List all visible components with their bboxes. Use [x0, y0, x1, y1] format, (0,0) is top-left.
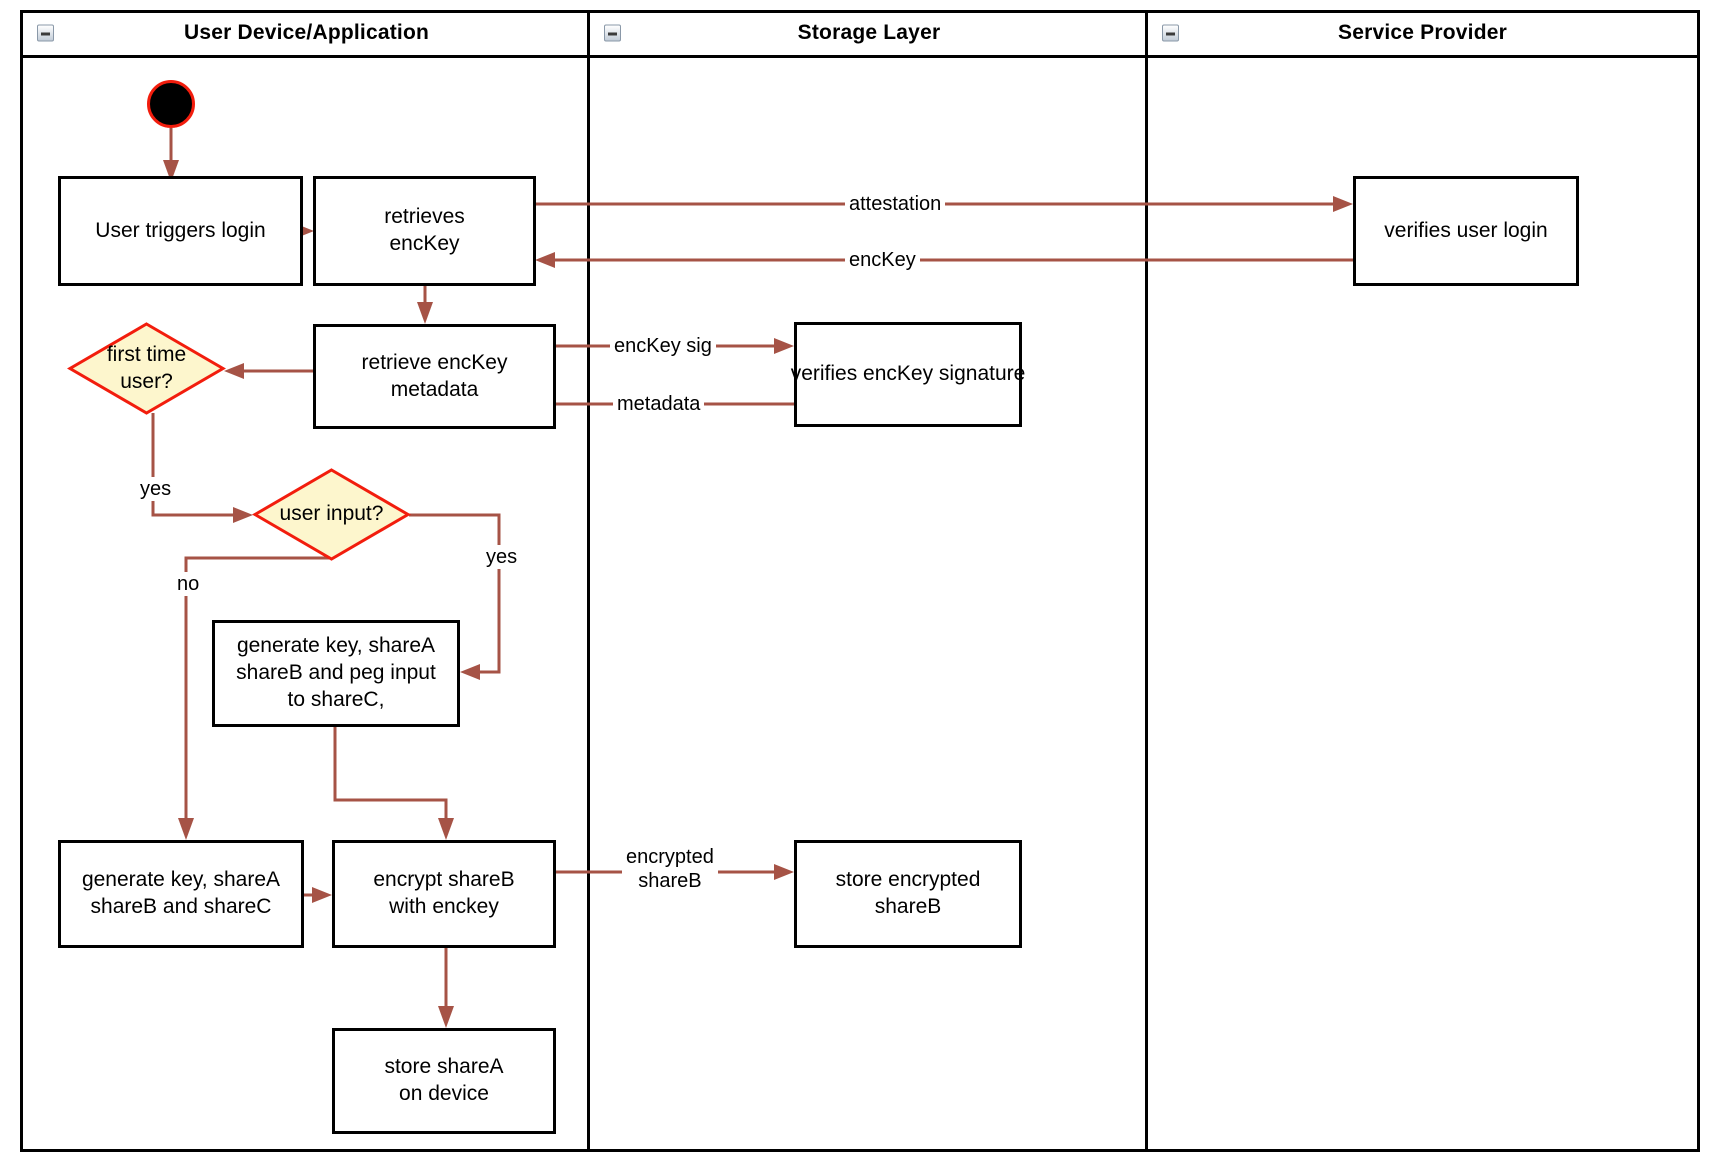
activity-verifies-user-login[interactable]: verifies user login: [1353, 176, 1579, 286]
collapse-minus-icon[interactable]: [37, 24, 54, 41]
activity-user-triggers-login[interactable]: User triggers login: [58, 176, 303, 286]
lane-divider-2: [1145, 10, 1148, 1152]
activity-store-encrypted-shareb[interactable]: store encrypted shareB: [794, 840, 1022, 948]
arrowhead-peg-to-encrypt: [438, 818, 454, 840]
edge-label-attestation: attestation: [845, 192, 946, 216]
arrowhead-encrypted-shareb: [774, 864, 794, 880]
arrowhead-userinput-yes: [460, 664, 480, 680]
activity-retrieve-enckey-metadata[interactable]: retrieve encKey metadata: [313, 324, 556, 429]
arrowhead-retrieves-to-metadata: [417, 302, 433, 324]
lane-divider-1: [587, 10, 590, 1152]
arrowhead-userinput-no: [178, 818, 194, 840]
lane-header-service-provider[interactable]: Service Provider: [1148, 10, 1697, 58]
arrowhead-attestation: [1333, 196, 1353, 212]
lane-title-storage-layer: Storage Layer: [797, 20, 941, 44]
arrowhead-metadata-to-firsttime: [224, 363, 244, 379]
lane-header-storage-layer[interactable]: Storage Layer: [590, 10, 1148, 58]
activity-generate-key-shares[interactable]: generate key, shareA shareB and shareC: [58, 840, 304, 948]
decision-first-time-user[interactable]: first time user?: [67, 322, 226, 415]
arrowhead-start-to-login: [163, 160, 179, 182]
edge-firsttime-yes: [151, 413, 239, 517]
collapse-minus-icon[interactable]: [1162, 24, 1179, 41]
arrowhead-shares-to-encrypt: [312, 887, 332, 903]
decision-user-input[interactable]: user input?: [252, 468, 411, 561]
edge-userinput-yes: [409, 513, 501, 674]
start-node[interactable]: [147, 80, 195, 128]
activity-store-sharea-on-device[interactable]: store shareA on device: [332, 1028, 556, 1134]
collapse-minus-icon[interactable]: [604, 24, 621, 41]
arrowhead-enckey-return: [535, 252, 555, 268]
edge-label-yes-first-time: yes: [136, 477, 176, 501]
arrowhead-enckey-sig: [774, 338, 794, 354]
activity-generate-key-peg-input[interactable]: generate key, shareA shareB and peg inpu…: [212, 620, 460, 727]
edge-label-enckey-sig: encKey sig: [610, 334, 716, 358]
edge-userinput-no: [184, 556, 331, 826]
lane-title-service-provider: Service Provider: [1338, 20, 1507, 44]
lane-title-user-device: User Device/Application: [183, 20, 429, 44]
edge-label-encrypted-shareb: encrypted shareB: [622, 845, 718, 893]
arrowhead-encrypt-to-storesharea: [438, 1006, 454, 1028]
edge-label-metadata: metadata: [613, 392, 705, 416]
lane-header-user-device[interactable]: User Device/Application: [23, 10, 590, 58]
edge-label-enckey: encKey: [845, 248, 920, 272]
edge-label-no-user-input: no: [173, 572, 204, 596]
edge-label-yes-user-input: yes: [482, 545, 522, 569]
arrowhead-firsttime-yes: [233, 507, 253, 523]
activity-verifies-enckey-signature[interactable]: verifies encKey signature: [791, 322, 1025, 427]
activity-retrieves-enckey[interactable]: retrieves encKey: [313, 176, 536, 286]
activity-encrypt-shareb[interactable]: encrypt shareB with enckey: [332, 840, 556, 948]
edge-peg-to-encrypt: [333, 727, 448, 826]
